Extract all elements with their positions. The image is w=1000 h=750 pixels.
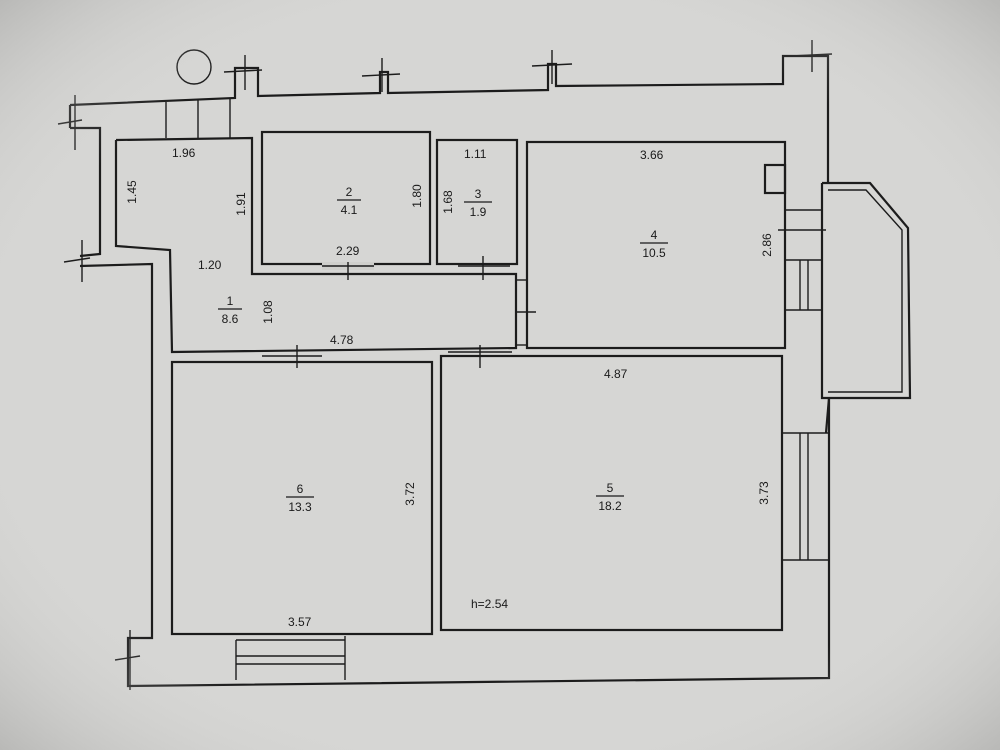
room-5-number: 5 — [607, 481, 614, 495]
room-2-number: 2 — [346, 185, 353, 199]
dim-label: 2.29 — [336, 244, 360, 258]
dim-label: 3.72 — [403, 482, 417, 506]
ceiling-height-label: h=2.54 — [471, 597, 508, 611]
room-3-number: 3 — [475, 187, 482, 201]
room-6-area: 13.3 — [288, 500, 312, 514]
dim-label: 3.66 — [640, 148, 664, 162]
dim-label: 1.91 — [234, 192, 248, 216]
dim-label: 1.80 — [410, 184, 424, 208]
dimension-labels: 1.96 1.45 1.91 1.20 1.08 4.78 2.29 1.80 … — [125, 146, 774, 629]
room-6-number: 6 — [297, 482, 304, 496]
dim-label: 1.45 — [125, 180, 139, 204]
dim-label: 1.08 — [261, 300, 275, 324]
dim-label: 1.20 — [198, 258, 222, 272]
room-4-number: 4 — [651, 228, 658, 242]
ventilation-shaft-icon — [176, 49, 212, 85]
dim-label: 4.78 — [330, 333, 354, 347]
room-5-area: 18.2 — [598, 499, 622, 513]
dim-label: 1.68 — [441, 190, 455, 214]
dim-label: 1.96 — [172, 146, 196, 160]
break-marks — [57, 40, 833, 690]
room-4-area: 10.5 — [642, 246, 666, 260]
room-2-area: 4.1 — [341, 203, 358, 217]
entrance-detail — [165, 49, 231, 138]
dim-label: 3.57 — [288, 615, 312, 629]
room-4-walls — [516, 140, 822, 350]
room-3-area: 1.9 — [470, 205, 487, 219]
dim-label: 2.86 — [760, 233, 774, 257]
room-1-area: 8.6 — [222, 312, 239, 326]
room-1-walls — [114, 136, 518, 354]
room-6-walls — [170, 355, 434, 680]
room-1-number: 1 — [227, 294, 234, 308]
dim-label: 1.11 — [464, 147, 487, 161]
dim-label: 4.87 — [604, 367, 628, 381]
dim-label: 3.73 — [757, 481, 771, 505]
